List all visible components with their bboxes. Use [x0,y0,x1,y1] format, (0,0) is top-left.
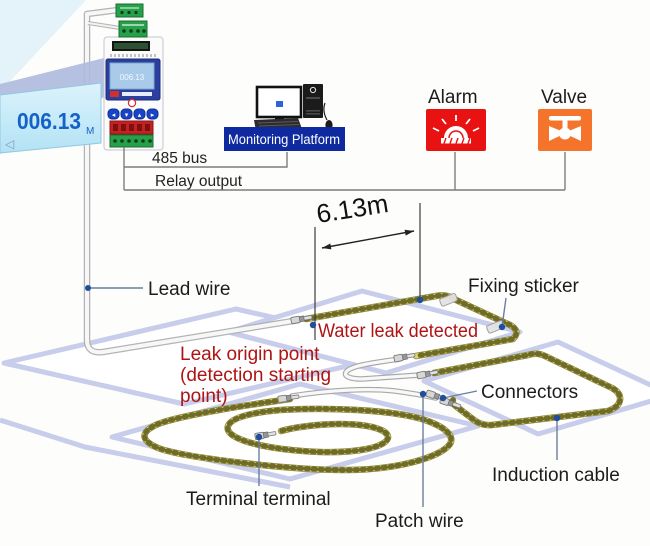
relay-label: Relay output [155,173,243,190]
bus-label: 485 bus [152,150,207,167]
distance-value: 6.13m [314,188,390,229]
svg-text:(detection starting: (detection starting [180,365,331,386]
lead-wire-label: Lead wire [148,279,230,300]
btn-right-icon: ▸ [151,112,155,119]
brand-logo [127,98,137,108]
top-plug [115,3,144,18]
fixing-sticker-label: Fixing sticker [468,276,580,297]
monitoring-platform-badge: Monitoring Platform [224,127,345,151]
lead-wire-tube [83,6,300,356]
background-tint [0,0,86,92]
valve-icon [538,109,592,151]
output-wiring [123,147,566,191]
leader-lines [85,285,561,507]
svg-text:point): point) [180,386,228,407]
device-buttons[interactable]: ◂ ▾ ▴ ▸ [107,108,159,120]
device-lcd [109,62,155,90]
mouse-icon [323,102,333,130]
induction-cable-label: Induction cable [492,465,620,486]
connectors-label: Connectors [481,382,578,403]
distance-display-value: 006.13 [17,108,81,134]
vents [110,54,156,57]
monitoring-computer [254,84,333,131]
device-lcd-value: 006.13 [120,73,145,82]
water-leak-detected-label: Water leak detected [318,321,478,342]
monitoring-platform-label: Monitoring Platform [228,132,340,147]
btn-left-icon: ◂ [112,112,116,119]
leak-controller-device: 006.13 ◂ ▾ ▴ ▸ [103,3,164,151]
distance-display-unit: M [86,126,94,137]
distance-display-box: 006.13 M ◁ [0,82,102,154]
alarm-siren-icon [426,109,486,151]
fixing-sticker-tabs [439,293,505,334]
leak-origin-label: Leak origin point (detection starting po… [180,344,331,407]
alarm-label: Alarm [428,87,478,108]
tower-icon [303,84,323,118]
speaker-icon: ◁ [5,137,15,151]
btn-up-icon: ▴ [138,112,142,119]
btn-down-icon: ▾ [125,112,129,119]
svg-text:Leak origin point: Leak origin point [180,344,320,365]
top-terminal [118,20,148,38]
induction-cable-runs [141,292,624,474]
terminal-terminal-label: Terminal terminal [186,489,331,510]
patch-wire-label: Patch wire [375,511,464,532]
bus-terminal [109,134,154,148]
valve-label: Valve [541,87,587,108]
